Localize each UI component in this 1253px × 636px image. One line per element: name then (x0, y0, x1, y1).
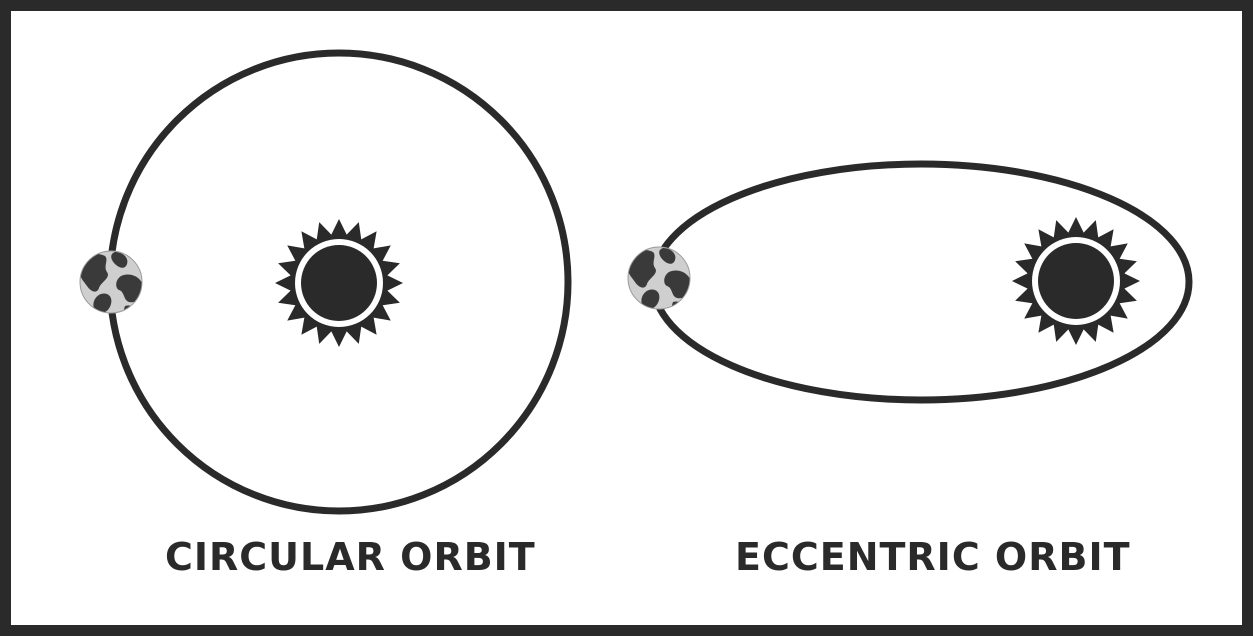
eccentric-orbit-caption: ECCENTRIC ORBIT (735, 535, 1120, 579)
sun-icon (275, 219, 403, 347)
circular-orbit-group (79, 53, 568, 511)
earth-icon (79, 251, 143, 316)
eccentric-orbit-group (627, 164, 1189, 400)
circular-orbit-caption: CIRCULAR ORBIT (165, 535, 520, 579)
earth-icon (627, 247, 691, 312)
sun-icon (1012, 217, 1140, 345)
